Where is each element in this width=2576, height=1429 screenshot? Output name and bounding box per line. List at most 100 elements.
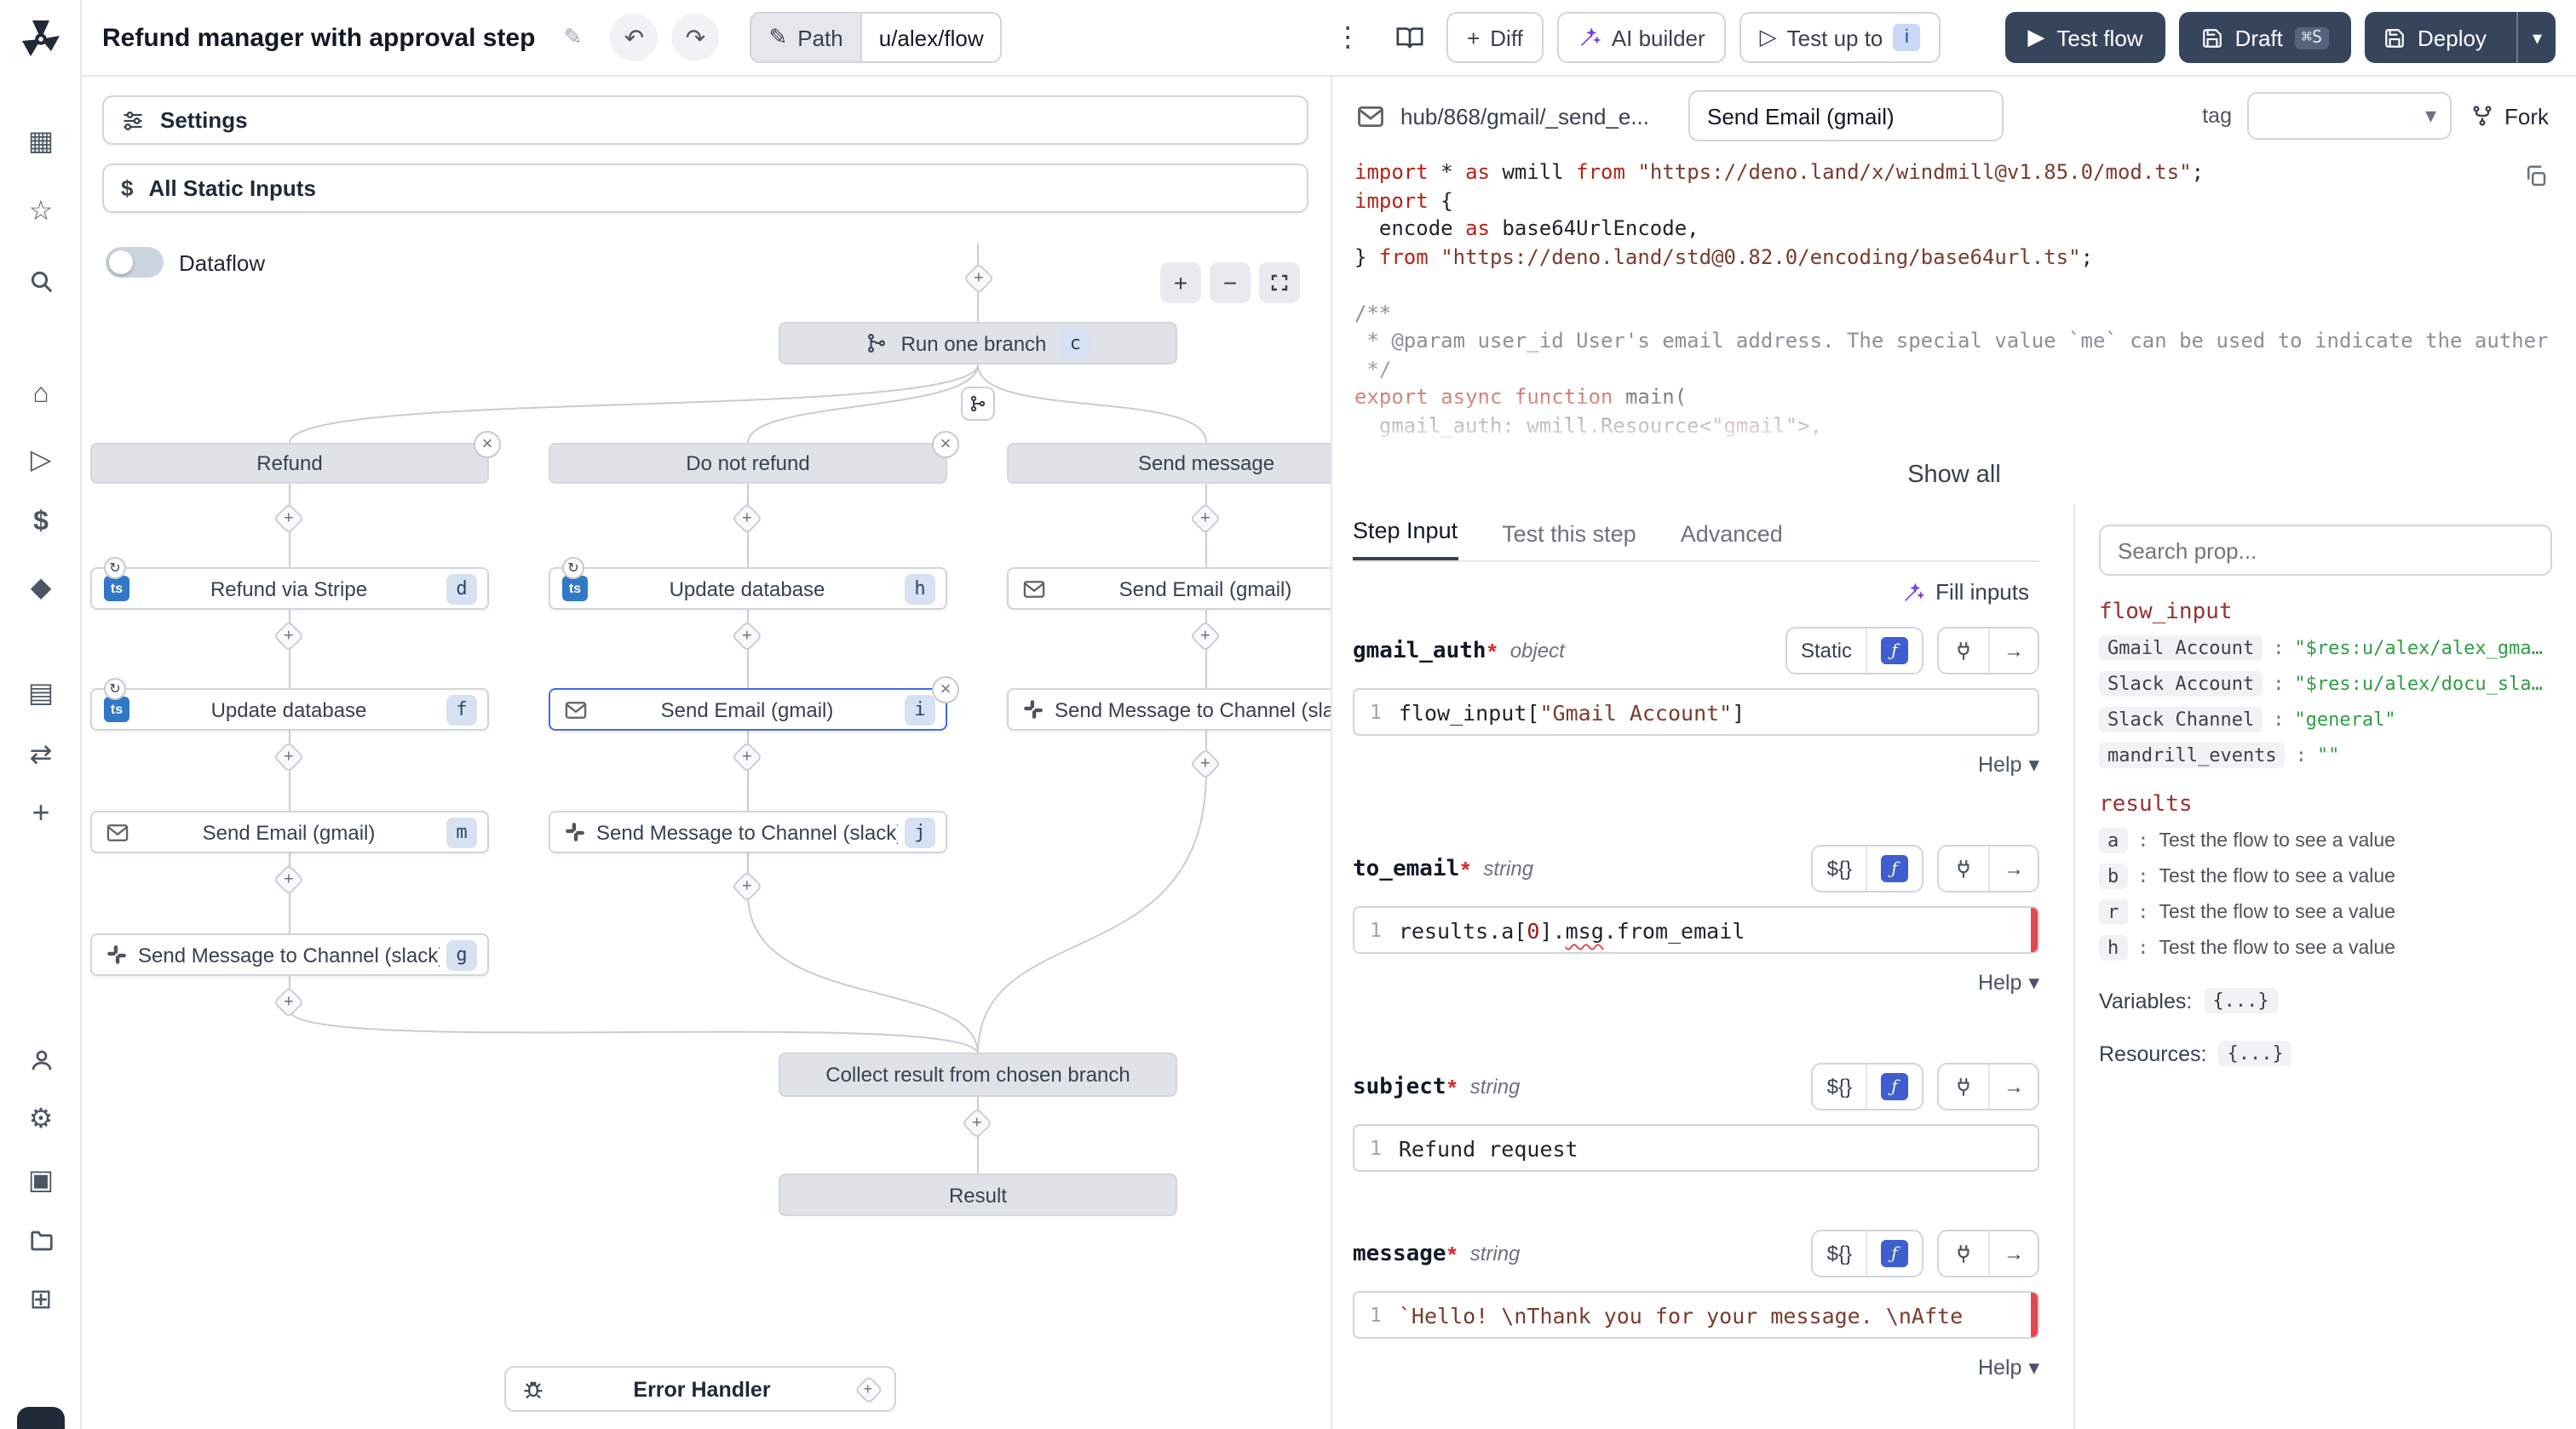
flow-settings-button[interactable]: Settings bbox=[102, 95, 1308, 145]
add-step-button[interactable]: + bbox=[731, 502, 763, 535]
branch-header-refund[interactable]: Refund × bbox=[90, 431, 501, 484]
edit-title-pencil-icon[interactable]: ✎ bbox=[563, 24, 583, 49]
docs-book-icon[interactable] bbox=[1385, 14, 1433, 61]
connect-input-button[interactable] bbox=[1939, 1231, 1988, 1276]
zoom-out-button[interactable]: − bbox=[1210, 262, 1251, 303]
prop-row[interactable]: Gmail Account: "$res:u/alex/alex_gmail" bbox=[2099, 635, 2552, 661]
prop-row[interactable]: a: Test the flow to see a value bbox=[2099, 828, 2552, 853]
expression-mode-button[interactable]: ${} bbox=[1813, 1231, 1866, 1276]
flow-step-node[interactable]: Send Email (gmail) bbox=[1007, 567, 1331, 610]
add-step-button[interactable]: + bbox=[273, 986, 305, 1019]
undo-button[interactable]: ↶ bbox=[610, 14, 658, 61]
sidebar-item-workers[interactable]: ▣ bbox=[27, 1167, 55, 1196]
add-error-handler-button[interactable]: + bbox=[854, 1374, 883, 1403]
fork-button[interactable]: Fork bbox=[2467, 103, 2552, 129]
connect-input-button[interactable] bbox=[1939, 1065, 1988, 1109]
add-step-button[interactable]: + bbox=[1189, 748, 1222, 780]
add-step-button[interactable]: + bbox=[1189, 502, 1222, 535]
add-step-button[interactable]: + bbox=[961, 1107, 993, 1139]
copy-code-icon[interactable] bbox=[2523, 164, 2549, 189]
folder-icon[interactable] bbox=[0, 1218, 82, 1262]
help-toggle[interactable]: Help▾ bbox=[1978, 1355, 2039, 1380]
help-toggle[interactable]: Help▾ bbox=[1978, 752, 2039, 777]
dataflow-toggle[interactable] bbox=[106, 247, 164, 278]
search-icon[interactable] bbox=[0, 259, 82, 303]
sidebar-item-schedules[interactable]: ▤ bbox=[27, 680, 55, 709]
arrow-right-button[interactable]: → bbox=[1988, 628, 2038, 673]
function-editor-toggle[interactable]: ƒ bbox=[1866, 846, 1922, 891]
expression-mode-button[interactable]: ${} bbox=[1813, 846, 1866, 891]
arrow-right-button[interactable]: → bbox=[1988, 1065, 2038, 1109]
to-email-value-input[interactable]: 1 results.a[0].msg.from_email bbox=[1353, 906, 2039, 954]
flow-step-node[interactable]: ↻ ts Update database h bbox=[549, 557, 947, 610]
branch-merge-button[interactable] bbox=[961, 387, 995, 421]
help-toggle[interactable]: Help▾ bbox=[1978, 970, 2039, 995]
user-icon[interactable] bbox=[0, 1037, 82, 1082]
zoom-in-button[interactable]: + bbox=[1160, 262, 1201, 303]
flow-step-node[interactable]: Send Message to Channel (slack) j bbox=[549, 811, 947, 853]
ai-builder-button[interactable]: AI builder bbox=[1556, 12, 1726, 63]
add-step-button[interactable]: + bbox=[731, 741, 763, 773]
error-handler-node[interactable]: Error Handler + bbox=[504, 1366, 896, 1412]
variables-pill[interactable]: {...} bbox=[2204, 988, 2278, 1013]
prop-row[interactable]: b: Test the flow to see a value bbox=[2099, 864, 2552, 889]
flow-step-node[interactable]: Send Message to Channel (slack) g bbox=[90, 933, 489, 976]
draft-button[interactable]: Draft ⌘S bbox=[2178, 12, 2351, 63]
fit-view-button[interactable] bbox=[1259, 262, 1300, 303]
result-node[interactable]: Result bbox=[779, 1174, 1177, 1216]
add-step-button[interactable]: + bbox=[731, 620, 763, 652]
collect-result-node[interactable]: Collect result from chosen branch bbox=[779, 1053, 1177, 1097]
flow-input-section-title[interactable]: flow_input bbox=[2099, 600, 2233, 625]
prop-row[interactable]: r: Test the flow to see a value bbox=[2099, 899, 2552, 925]
step-name-input[interactable] bbox=[1688, 90, 2004, 141]
prop-row[interactable]: Slack Account: "$res:u/alex/docu_slack" bbox=[2099, 671, 2552, 697]
arrow-right-button[interactable]: → bbox=[1988, 846, 2038, 891]
prop-row[interactable]: Slack Channel: "general" bbox=[2099, 707, 2552, 732]
redo-button[interactable]: ↷ bbox=[671, 14, 720, 61]
expression-mode-button[interactable]: ${} bbox=[1813, 1065, 1866, 1109]
sidebar-collapse-button[interactable]: → bbox=[17, 1407, 65, 1429]
prop-row[interactable]: mandrill_events: "" bbox=[2099, 743, 2552, 768]
branch-header-send-message[interactable]: Send message bbox=[1007, 443, 1331, 484]
show-all-button[interactable]: Show all bbox=[1907, 462, 2001, 489]
add-step-button[interactable]: + bbox=[273, 741, 305, 773]
static-toggle-button[interactable]: Static bbox=[1786, 628, 1866, 673]
sidebar-item-variables[interactable]: $ bbox=[33, 508, 49, 537]
sidebar-item-add[interactable]: + bbox=[32, 795, 50, 829]
test-up-to-button[interactable]: ▷ Test up to i bbox=[1739, 12, 1941, 63]
path-button[interactable]: ✎Path u/alex/flow bbox=[750, 12, 1003, 63]
message-value-input[interactable]: 1 `Hello! \nThank you for your message. … bbox=[1353, 1291, 2039, 1339]
sidebar-item-triggers[interactable]: ⇄ bbox=[29, 741, 53, 770]
sidebar-item-runs[interactable]: ▷ bbox=[30, 446, 52, 475]
remove-branch-button[interactable]: × bbox=[474, 431, 501, 458]
add-step-button[interactable]: + bbox=[1189, 620, 1222, 652]
subject-value-input[interactable]: 1 Refund request bbox=[1353, 1124, 2039, 1172]
all-static-inputs-button[interactable]: $ All Static Inputs bbox=[102, 164, 1308, 213]
flow-step-node[interactable]: ↻ ts Refund via Stripe d bbox=[90, 557, 489, 610]
flow-step-node-selected[interactable]: Send Email (gmail) i × bbox=[549, 676, 959, 731]
test-flow-button[interactable]: ▶ Test flow bbox=[2005, 12, 2165, 63]
connect-input-button[interactable] bbox=[1939, 628, 1988, 673]
sidebar-item-apps-grid[interactable]: ⊞ bbox=[29, 1286, 53, 1315]
results-section-title[interactable]: results bbox=[2099, 792, 2193, 818]
flow-step-node[interactable]: Send Email (gmail) m bbox=[90, 811, 489, 853]
prop-row[interactable]: h: Test the flow to see a value bbox=[2099, 935, 2552, 961]
remove-step-button[interactable]: × bbox=[932, 676, 959, 703]
fill-inputs-button[interactable]: Fill inputs bbox=[1891, 577, 2039, 606]
more-menu-button[interactable]: ⋮ bbox=[1324, 14, 1371, 61]
windmill-logo-icon[interactable] bbox=[17, 15, 65, 63]
flow-step-node[interactable]: ↻ ts Update database f bbox=[90, 678, 489, 731]
tag-select[interactable]: ▾ bbox=[2247, 92, 2452, 140]
deploy-button[interactable]: Deploy ▾ bbox=[2365, 12, 2556, 63]
connect-input-button[interactable] bbox=[1939, 846, 1988, 891]
tab-test-this-step[interactable]: Test this step bbox=[1502, 521, 1636, 547]
remove-branch-button[interactable]: × bbox=[932, 431, 959, 458]
prop-search-input[interactable] bbox=[2099, 525, 2552, 576]
function-editor-toggle[interactable]: ƒ bbox=[1866, 1065, 1922, 1109]
gmail-auth-value-input[interactable]: 1 flow_input["Gmail Account"] bbox=[1353, 688, 2039, 736]
deploy-options-caret[interactable]: ▾ bbox=[2516, 12, 2556, 63]
diff-button[interactable]: +Diff bbox=[1446, 12, 1544, 63]
tab-step-input[interactable]: Step Input bbox=[1353, 518, 1458, 560]
hub-script-path[interactable]: hub/868/gmail/_send_e... bbox=[1400, 103, 1649, 129]
add-step-button[interactable]: + bbox=[731, 870, 763, 903]
